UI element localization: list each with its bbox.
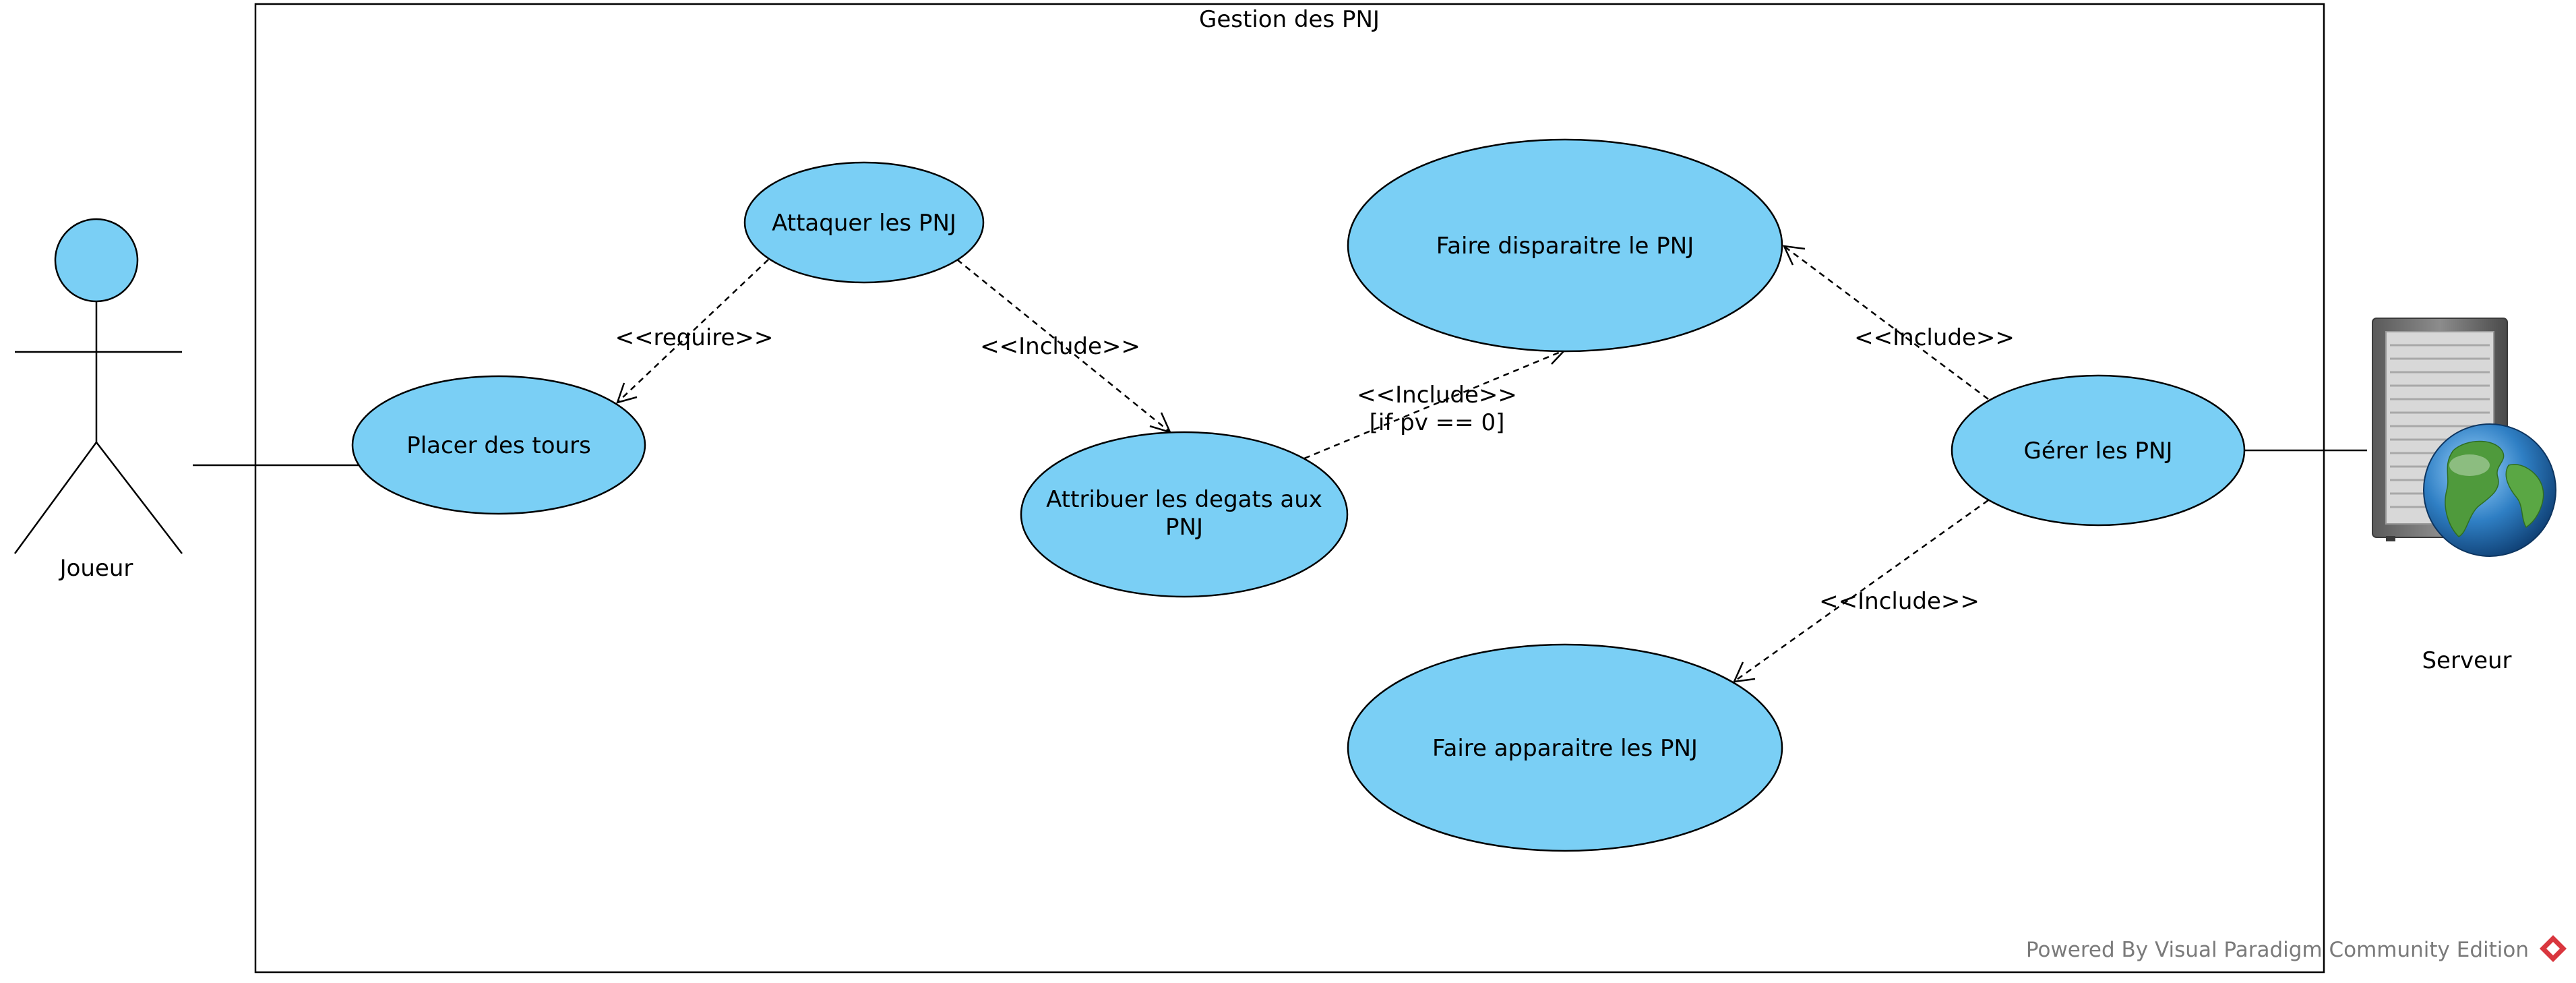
actor-joueur[interactable]: Joueur: [13, 218, 183, 582]
stereotype-include-2: <<Include>>: [1357, 382, 1517, 409]
use-case-disparaitre[interactable]: Faire disparaitre le PNJ: [1347, 138, 1783, 353]
relation-attaquer-attribuer[interactable]: <<Include>>: [956, 259, 1172, 434]
actor-joueur-label: Joueur: [59, 555, 133, 582]
use-case-placer-label: Placer des tours: [406, 432, 591, 459]
watermark-text: Powered By Visual Paradigm Community Edi…: [2026, 938, 2529, 962]
use-case-attribuer-label-line2: PNJ: [1165, 514, 1203, 541]
use-case-gerer-label: Gérer les PNJ: [2023, 438, 2172, 465]
stereotype-include-4: <<Include>>: [1819, 588, 1980, 615]
stereotype-include-1: <<Include>>: [980, 333, 1140, 360]
server-globe-icon: [2372, 318, 2556, 557]
use-case-placer[interactable]: Placer des tours: [351, 375, 646, 515]
relation-attribuer-disparaitre[interactable]: <<Include>> [if pv == 0]: [1304, 346, 1566, 460]
use-case-disparaitre-label: Faire disparaitre le PNJ: [1436, 233, 1694, 260]
watermark: Powered By Visual Paradigm Community Edi…: [2026, 935, 2567, 962]
use-case-attribuer-label-line1: Attribuer les degats aux: [1046, 486, 1322, 513]
use-case-attribuer[interactable]: Attribuer les degats aux PNJ: [1020, 431, 1349, 598]
guard-condition: [if pv == 0]: [1370, 409, 1505, 436]
use-case-apparaitre[interactable]: Faire apparaitre les PNJ: [1347, 643, 1783, 852]
use-case-attaquer[interactable]: Attaquer les PNJ: [743, 161, 985, 284]
actor-serveur[interactable]: Serveur: [2372, 318, 2556, 674]
visual-paradigm-logo-icon: [2540, 935, 2567, 962]
relation-attaquer-placer[interactable]: <<require>>: [615, 259, 774, 404]
relation-gerer-apparaitre[interactable]: <<Include>>: [1732, 499, 1989, 683]
system-title: Gestion des PNJ: [1199, 6, 1380, 33]
stick-figure-actor-icon: [13, 218, 183, 554]
actor-serveur-label: Serveur: [2422, 647, 2511, 674]
use-case-gerer[interactable]: Gérer les PNJ: [1951, 374, 2246, 527]
use-case-apparaitre-label: Faire apparaitre les PNJ: [1432, 735, 1698, 762]
relation-gerer-disparaitre[interactable]: <<Include>>: [1782, 245, 2015, 400]
use-case-attaquer-label: Attaquer les PNJ: [772, 210, 956, 237]
stereotype-require: <<require>>: [615, 324, 774, 351]
stereotype-include-3: <<Include>>: [1854, 324, 2015, 351]
